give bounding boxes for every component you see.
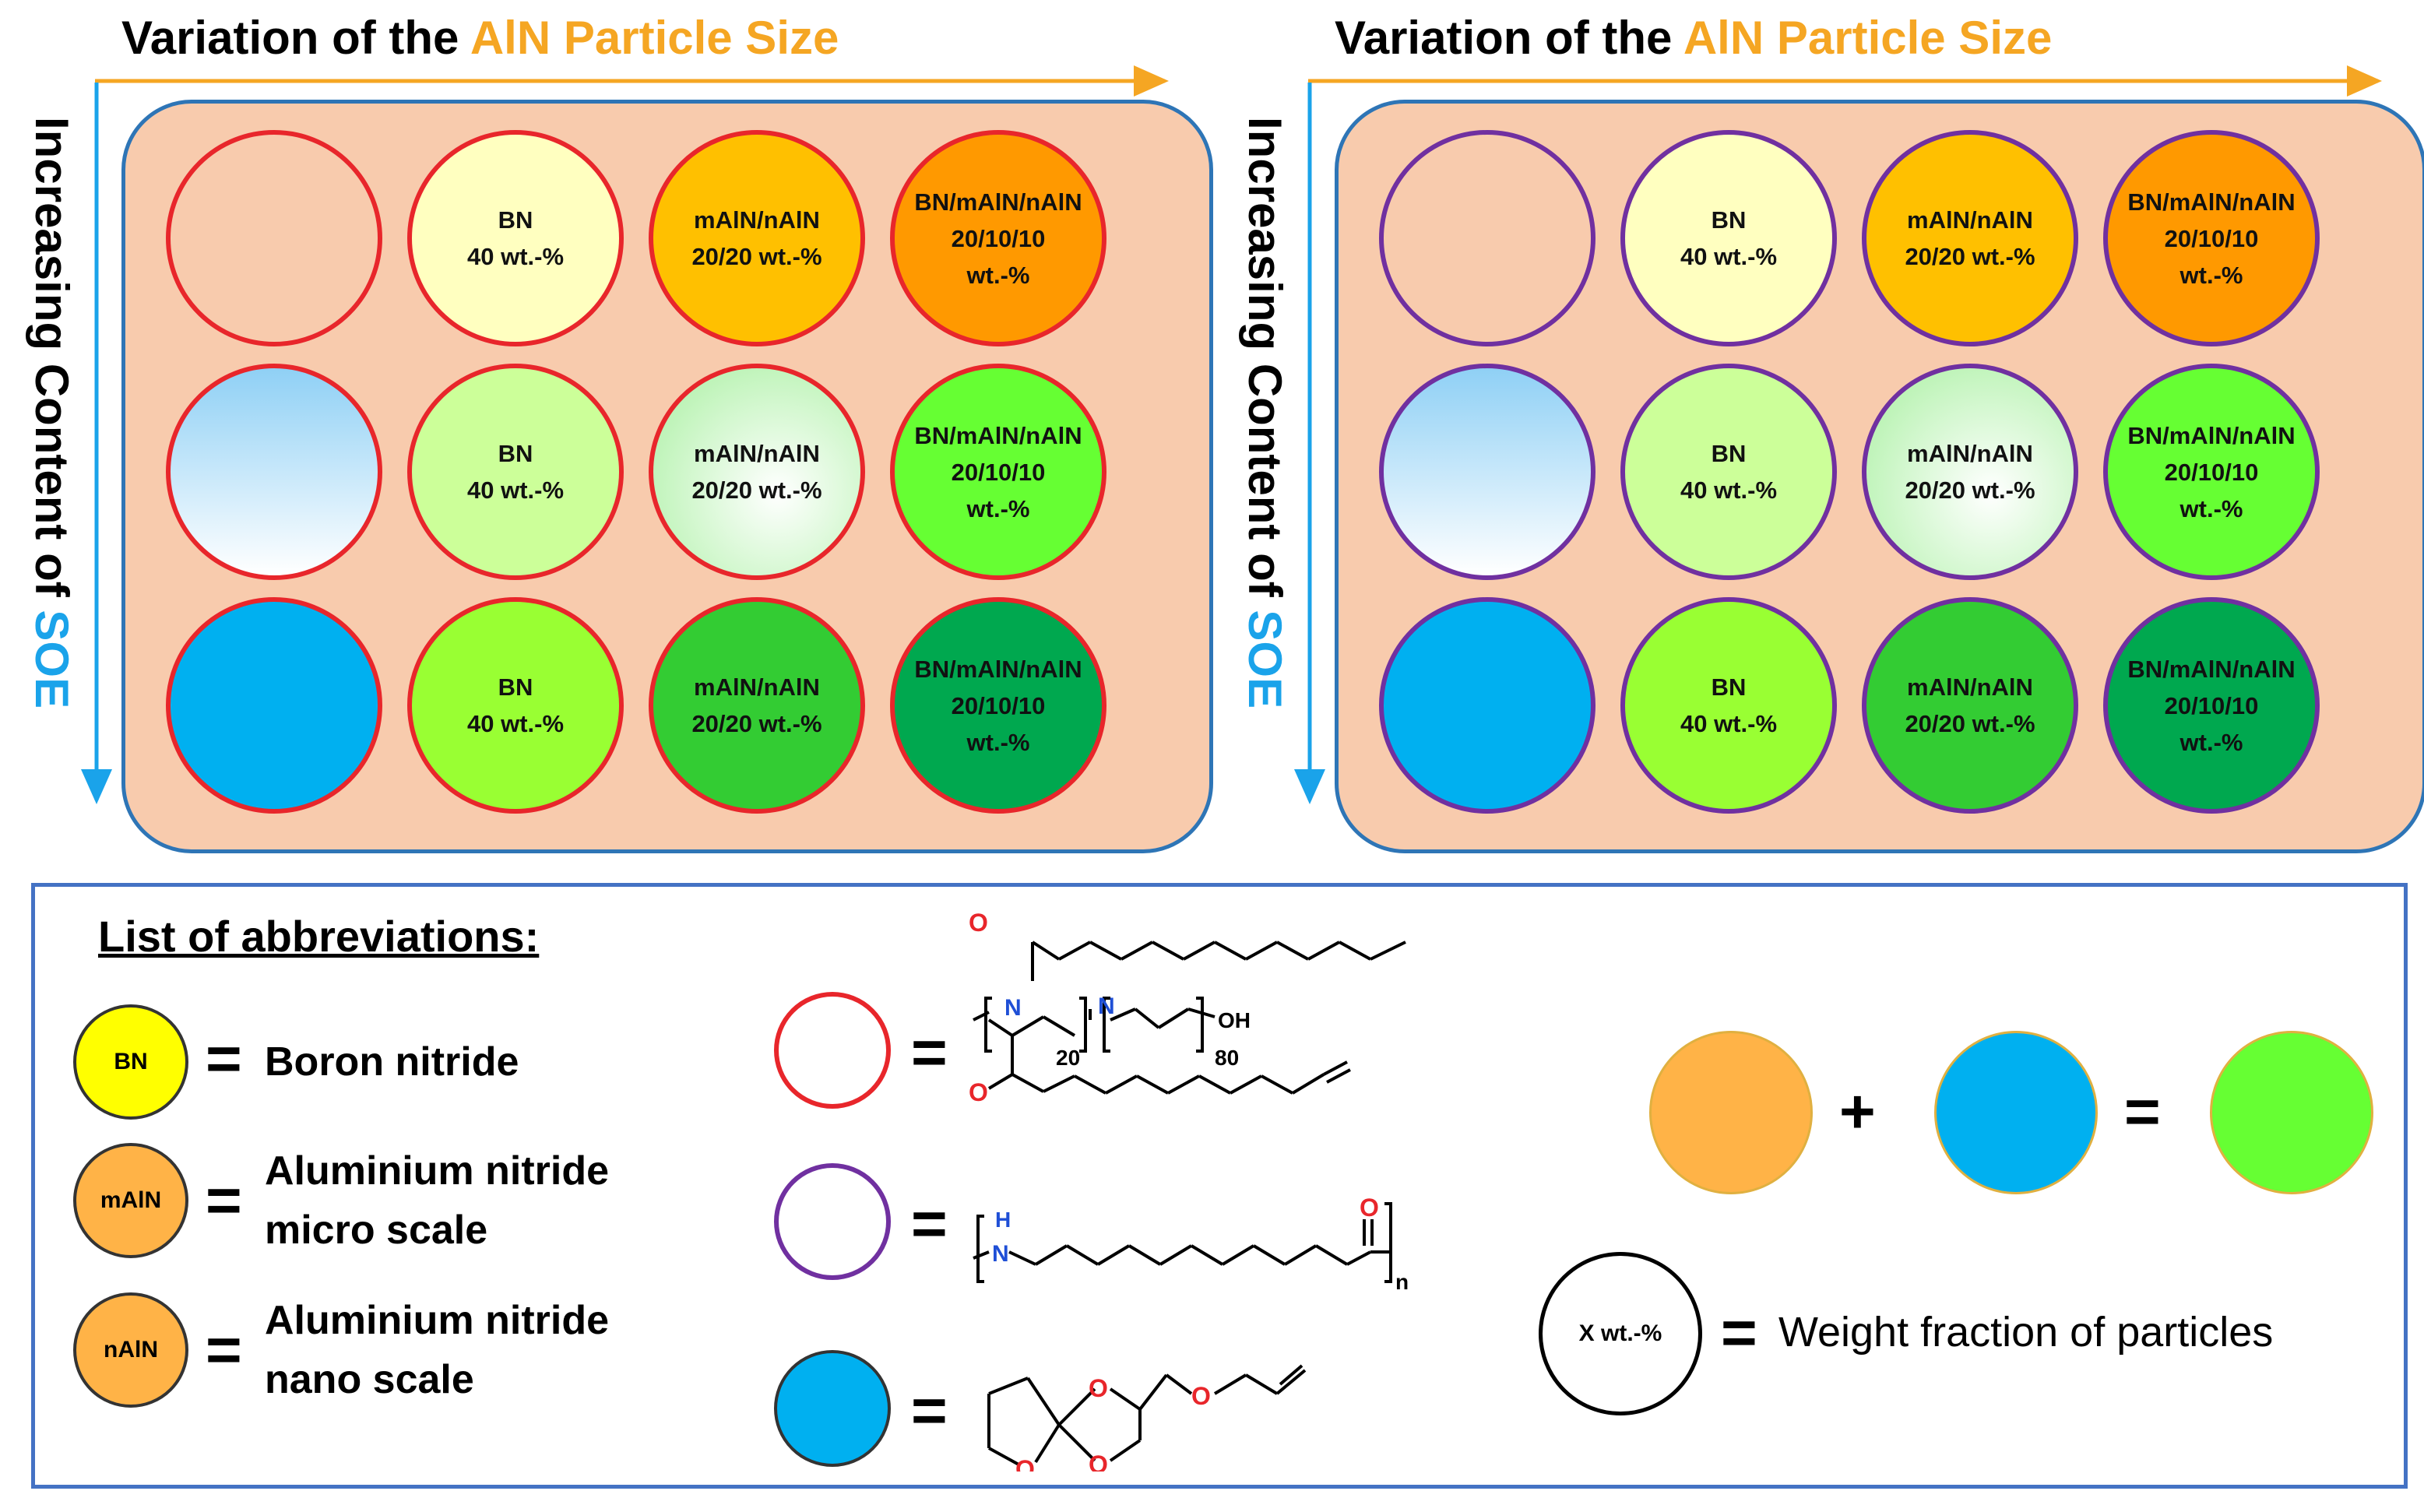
equals-sign: = — [911, 1376, 948, 1445]
equals-sign: = — [911, 1018, 948, 1087]
weight-fraction-badge: X wt.-% — [1539, 1252, 1702, 1415]
purple-ring-swatch — [774, 1163, 891, 1280]
header-highlight: AlN Particle Size — [1683, 12, 2053, 64]
red-ring-swatch — [774, 992, 891, 1109]
plus-sign: + — [1839, 1077, 1876, 1146]
right-side-label: Increasing Content of SOE — [1238, 117, 1292, 709]
blue-swatch — [774, 1350, 891, 1467]
well-r1-c1 — [166, 130, 382, 346]
oxygen-label: O — [1089, 1450, 1108, 1472]
side-highlight: SOE — [26, 610, 78, 709]
hydrogen-label: H — [995, 1208, 1011, 1232]
equals-sign: = — [2124, 1077, 2161, 1146]
well-r2-c1 — [166, 364, 382, 580]
nitrogen-label: N — [1098, 993, 1115, 1019]
oxygen-label: O — [969, 1078, 988, 1106]
weight-fraction-definition: Weight fraction of particles — [1778, 1309, 2274, 1356]
legend-title: List of abbreviations: — [98, 912, 540, 961]
well-r3-c1 — [166, 597, 382, 814]
equals-sign: = — [1721, 1298, 1757, 1367]
left-header: Variation of the AlN Particle Size — [121, 11, 839, 65]
bn-definition: Boron nitride — [265, 1039, 519, 1085]
right-header: Variation of the AlN Particle Size — [1335, 11, 2052, 65]
equals-sign: = — [911, 1189, 948, 1258]
well-r1-c1 — [1379, 130, 1595, 346]
equals-sign: = — [206, 1166, 242, 1235]
equals-sign: = — [206, 1315, 242, 1384]
orange-swatch — [1649, 1031, 1813, 1194]
naln-badge: nAlN — [73, 1292, 188, 1408]
well-r2-c1 — [1379, 364, 1595, 580]
oxygen-label: O — [1191, 1382, 1211, 1410]
green-swatch — [2210, 1031, 2373, 1194]
header-prefix: Variation of the — [1335, 12, 1683, 64]
repeat-count-label: n — [1395, 1270, 1409, 1294]
side-prefix: Increasing Content of — [26, 117, 78, 610]
maln-badge: mAlN — [73, 1143, 188, 1258]
well-r3-c1 — [1379, 597, 1595, 814]
header-prefix: Variation of the — [121, 12, 470, 64]
repeat-count-label: 80 — [1215, 1046, 1239, 1070]
hydroxyl-label: OH — [1218, 1008, 1251, 1032]
nitrogen-label: N — [992, 1241, 1009, 1267]
side-highlight: SOE — [1239, 610, 1291, 709]
left-side-label: Increasing Content of SOE — [25, 117, 79, 709]
nitrogen-label: N — [1004, 995, 1022, 1021]
chemical-structures: O N N 20 80 OH O H N O n O O O O — [969, 911, 1409, 1472]
spiro-ketal-structure — [987, 1364, 1307, 1467]
equals-sign: = — [206, 1024, 242, 1093]
repeat-count-label: 20 — [1056, 1046, 1080, 1070]
blue-mix-swatch — [1934, 1031, 2098, 1194]
poly-oxazoline-structure — [973, 941, 1406, 1095]
header-highlight: AlN Particle Size — [470, 12, 839, 64]
polyamide-structure — [973, 1202, 1392, 1283]
bn-badge: BN — [73, 1004, 188, 1120]
oxygen-label: O — [1015, 1455, 1035, 1472]
oxygen-label: O — [1089, 1374, 1108, 1402]
side-prefix: Increasing Content of — [1239, 117, 1291, 610]
oxygen-label: O — [969, 911, 988, 937]
oxygen-label: O — [1360, 1194, 1379, 1222]
